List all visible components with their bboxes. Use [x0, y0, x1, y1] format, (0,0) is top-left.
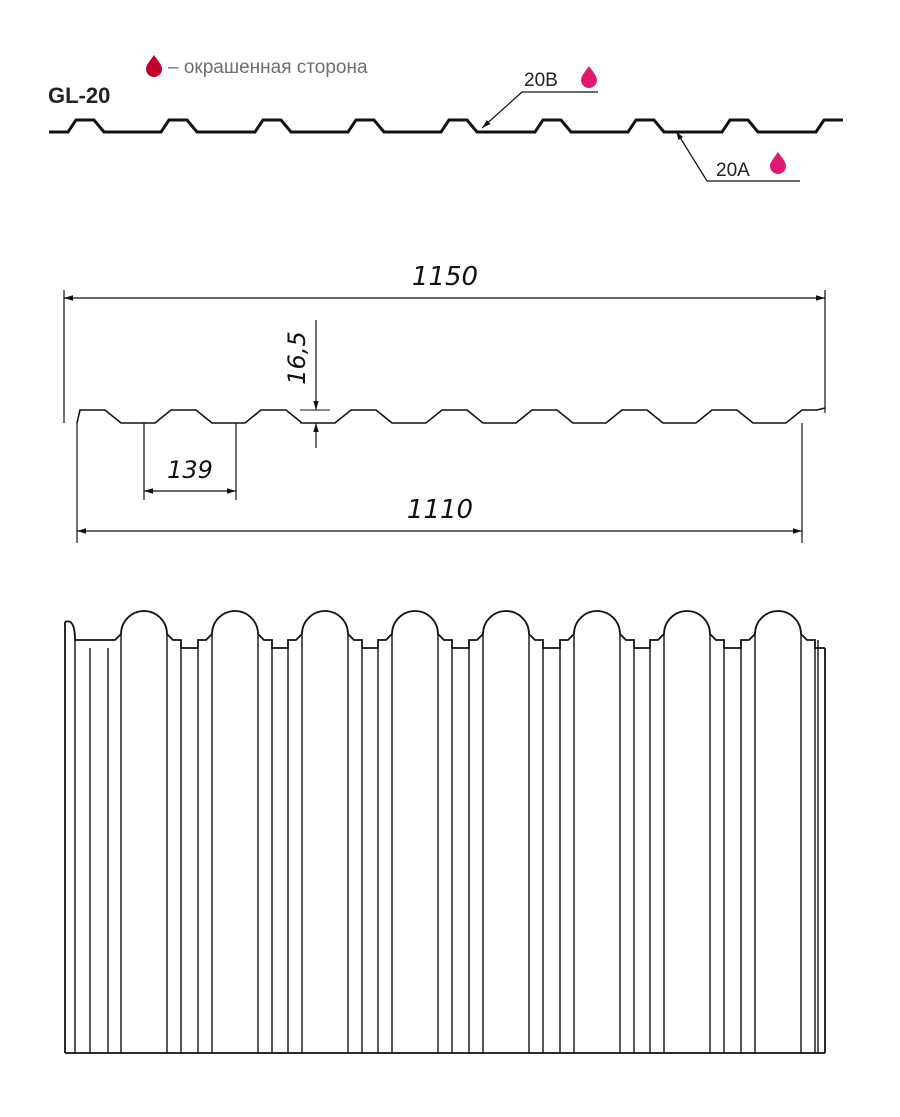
- dim-label-139: 139: [167, 456, 213, 484]
- sheet-plan-view: [64, 610, 826, 1054]
- paint-drop-20b-icon: [581, 66, 597, 88]
- sheet-top-edge: [64, 610, 825, 649]
- paint-drop-legend-icon: [146, 55, 162, 77]
- paint-drop-20a-icon: [770, 152, 786, 174]
- callout-20b-leader: [481, 91, 523, 129]
- dim-label-1110: 1110: [407, 495, 473, 525]
- model-title: GL-20: [48, 83, 110, 108]
- dim-label-1150: 1150: [412, 262, 478, 292]
- profile-dimensioned-line: [76, 407, 826, 424]
- dim-label-height: 16,5: [283, 331, 311, 384]
- callout-20a-label: 20A: [716, 160, 750, 181]
- callout-20a-leader: [675, 130, 708, 182]
- legend-text: – окрашенная сторона: [168, 57, 368, 78]
- profile-section-line: [49, 118, 843, 134]
- callout-20b-label: 20B: [524, 70, 558, 91]
